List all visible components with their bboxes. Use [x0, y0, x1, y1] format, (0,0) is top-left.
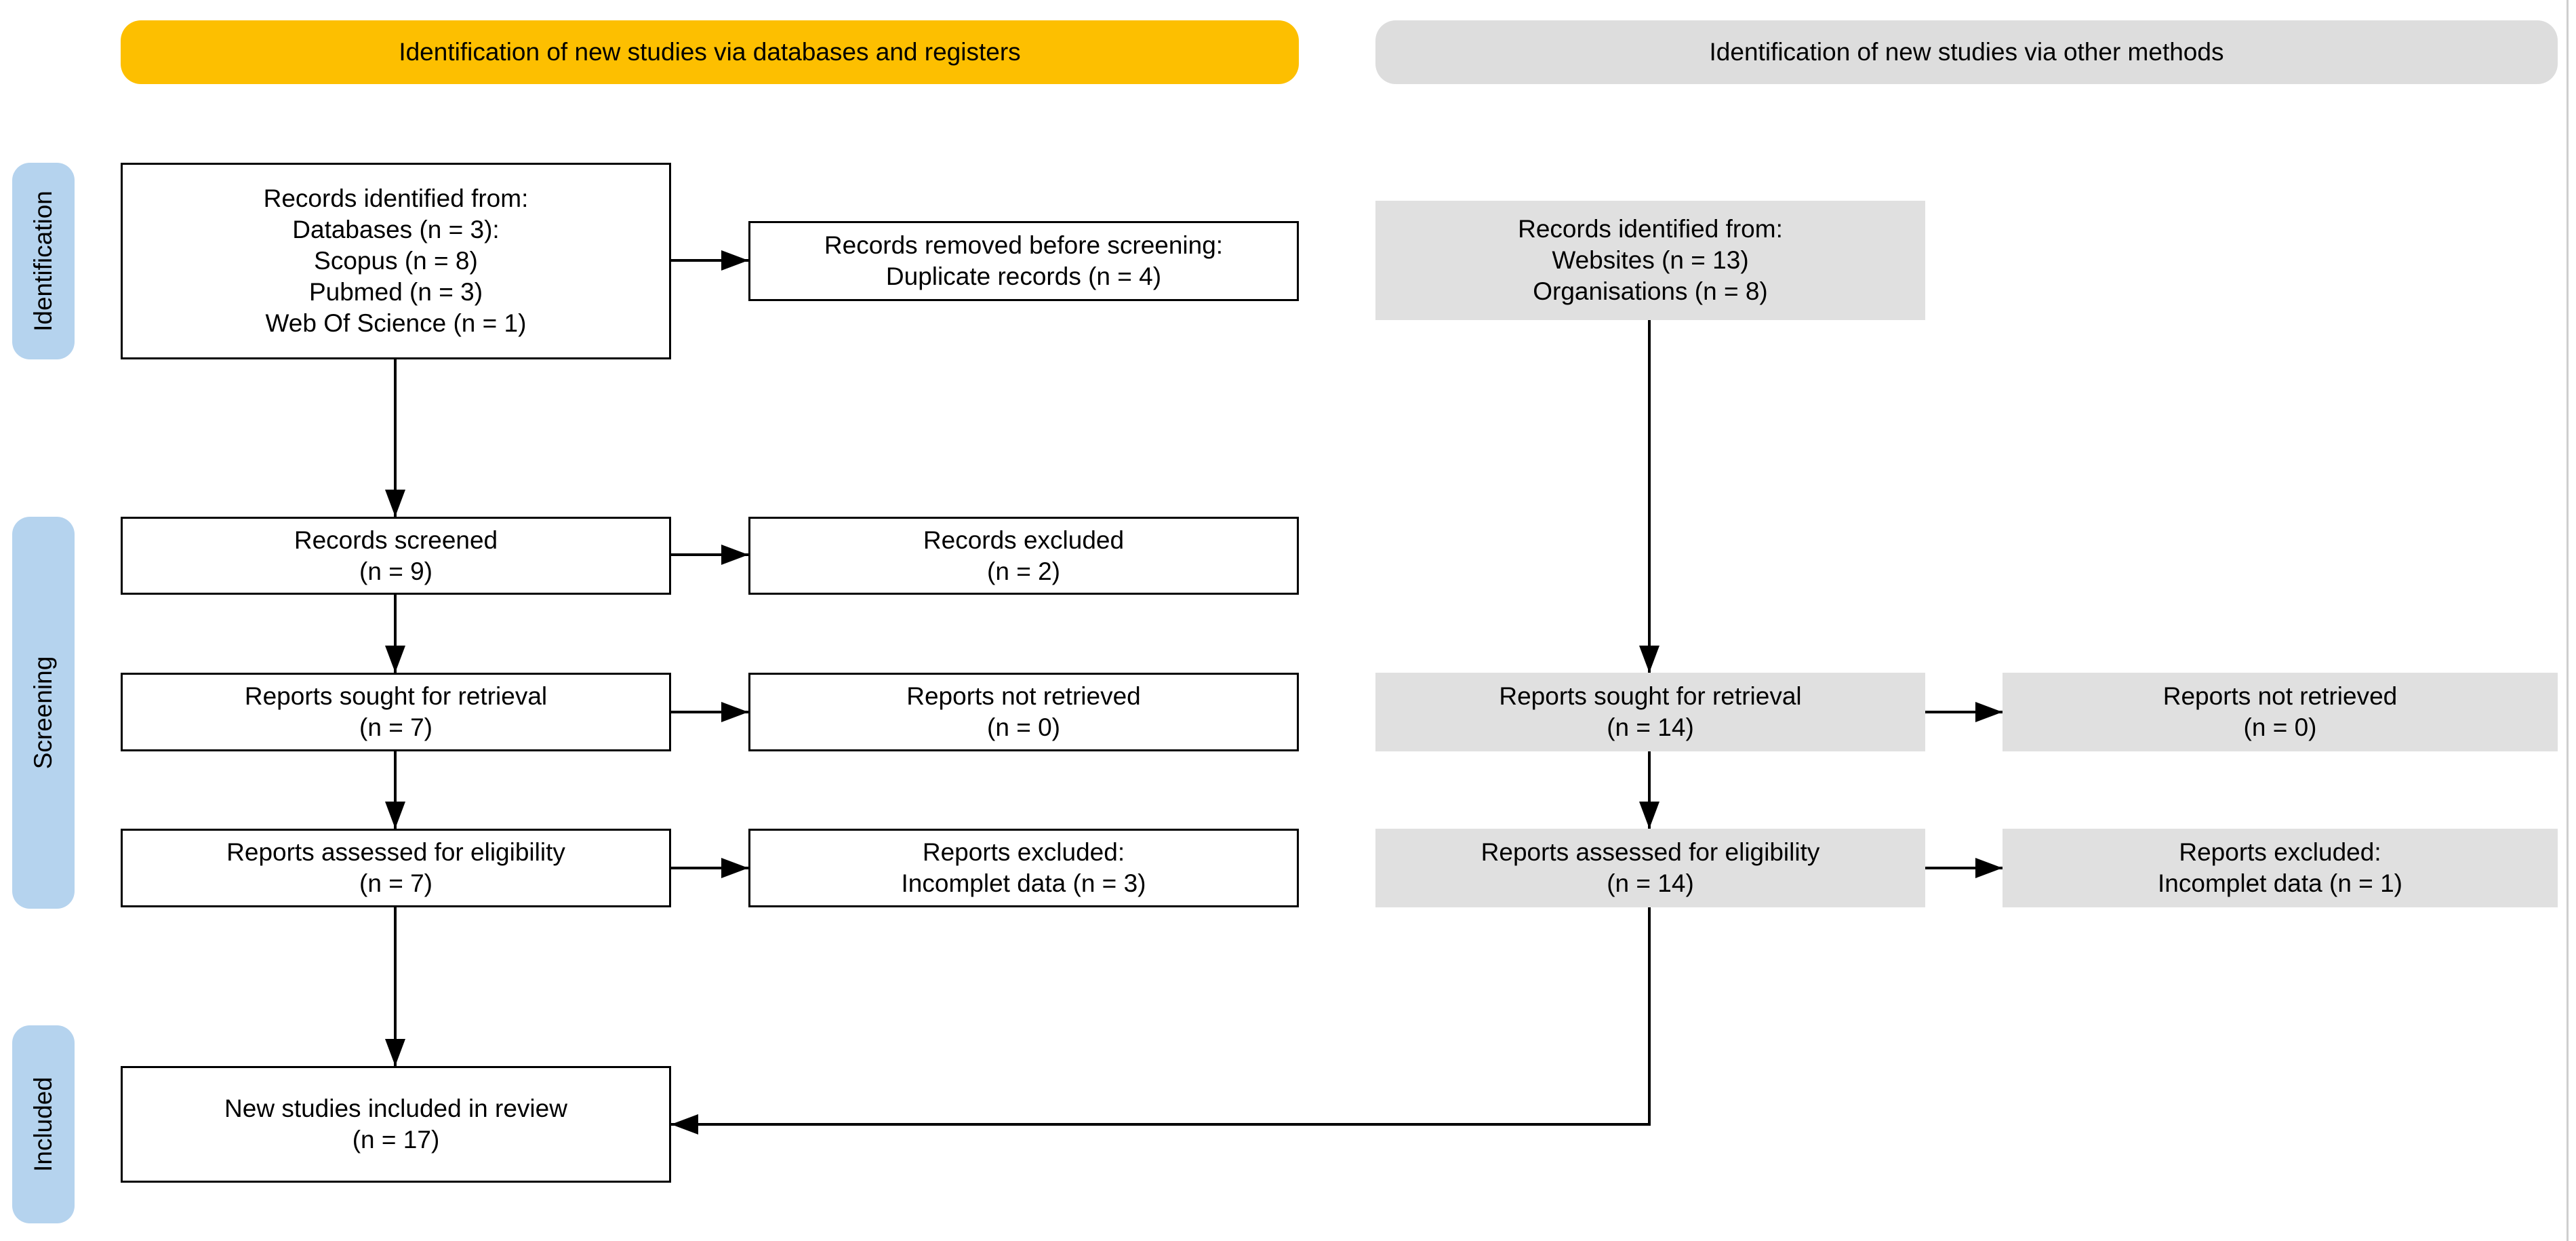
line: Incomplet data (n = 3) [901, 869, 1146, 897]
line: Duplicate records (n = 4) [885, 262, 1162, 290]
line: Records screened [294, 526, 498, 554]
line: Incomplet data (n = 1) [2158, 869, 2402, 897]
line: Reports sought for retrieval [1499, 682, 1802, 710]
box-reports-excluded-other: Reports excluded: Incomplet data (n = 1) [2003, 829, 2558, 907]
header-databases-label: Identification of new studies via databa… [399, 38, 1021, 66]
line: (n = 9) [359, 557, 432, 585]
box-records-screened: Records screened (n = 9) [121, 517, 671, 595]
line: (n = 14) [1607, 713, 1694, 741]
line: Reports excluded: [2179, 838, 2381, 866]
line: Websites (n = 13) [1552, 246, 1749, 274]
box-new-studies-included: New studies included in review (n = 17) [121, 1066, 671, 1183]
line: Reports not retrieved [906, 682, 1141, 710]
box-reports-excluded-db: Reports excluded: Incomplet data (n = 3) [748, 829, 1299, 907]
stage-identification: Identification [12, 163, 75, 359]
line: Records excluded [923, 526, 1125, 554]
box-reports-assessed-other: Reports assessed for eligibility (n = 14… [1375, 829, 1925, 907]
line: Scopus (n = 8) [314, 247, 478, 275]
header-other-methods: Identification of new studies via other … [1375, 20, 2558, 84]
line: (n = 7) [359, 869, 432, 897]
stage-screening: Screening [12, 517, 75, 909]
line: New studies included in review [224, 1095, 567, 1122]
box-reports-assessed-db: Reports assessed for eligibility (n = 7) [121, 829, 671, 907]
header-databases: Identification of new studies via databa… [121, 20, 1299, 84]
box-records-removed: Records removed before screening: Duplic… [748, 221, 1299, 301]
line: Organisations (n = 8) [1533, 277, 1768, 305]
line: Records identified from: [263, 184, 529, 212]
line: (n = 2) [987, 557, 1060, 585]
line: Reports excluded: [922, 838, 1125, 866]
line: (n = 0) [987, 713, 1060, 741]
box-records-identified-db: Records identified from: Databases (n = … [121, 163, 671, 359]
box-records-identified-other: Records identified from: Websites (n = 1… [1375, 201, 1925, 320]
line: Records identified from: [1518, 215, 1783, 243]
box-reports-sought-db: Reports sought for retrieval (n = 7) [121, 673, 671, 751]
stage-included: Included [12, 1025, 75, 1223]
line: (n = 14) [1607, 869, 1694, 897]
line: Pubmed (n = 3) [308, 278, 483, 306]
line: Databases (n = 3): [292, 216, 500, 243]
line: Reports sought for retrieval [244, 682, 548, 710]
line: Reports not retrieved [2162, 682, 2398, 710]
header-other-methods-label: Identification of new studies via other … [1709, 38, 2224, 66]
box-reports-not-retrieved-other: Reports not retrieved (n = 0) [2003, 673, 2558, 751]
line: Reports assessed for eligibility [1481, 838, 1820, 866]
line: (n = 17) [352, 1126, 440, 1154]
line: (n = 0) [2243, 713, 2317, 741]
line: Web Of Science (n = 1) [265, 309, 527, 337]
right-edge-rule [2567, 0, 2569, 1241]
box-reports-not-retrieved-db: Reports not retrieved (n = 0) [748, 673, 1299, 751]
line: (n = 7) [359, 713, 432, 741]
box-records-excluded: Records excluded (n = 2) [748, 517, 1299, 595]
box-reports-sought-other: Reports sought for retrieval (n = 14) [1375, 673, 1925, 751]
line: Reports assessed for eligibility [226, 838, 565, 866]
arrow-other-assessed-to-included [671, 907, 1651, 1135]
line: Records removed before screening: [824, 231, 1224, 259]
